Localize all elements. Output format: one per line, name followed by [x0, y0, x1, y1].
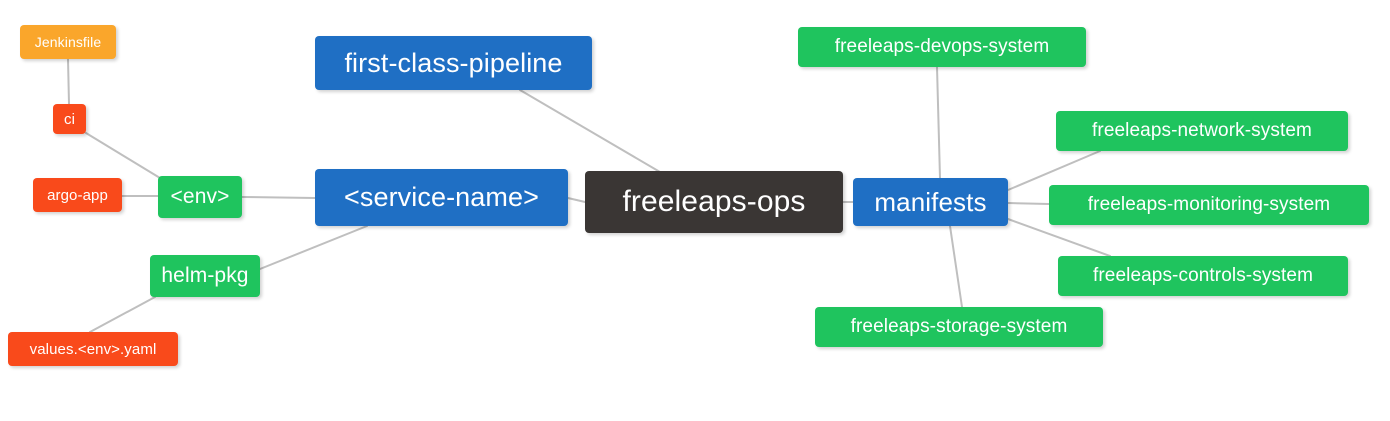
node-label: ci: [63, 110, 76, 128]
node-ci[interactable]: ci: [53, 104, 86, 134]
node-root[interactable]: freeleaps-ops: [585, 171, 843, 233]
node-label: <service-name>: [344, 182, 539, 212]
edge-service-env: [241, 196, 316, 199]
node-helm[interactable]: helm-pkg: [150, 255, 260, 297]
edge-root-service: [567, 197, 586, 203]
node-label: argo-app: [47, 186, 108, 204]
node-storage[interactable]: freeleaps-storage-system: [815, 307, 1103, 347]
node-service[interactable]: <service-name>: [315, 169, 568, 226]
node-argoapp[interactable]: argo-app: [33, 178, 122, 212]
node-label: freeleaps-devops-system: [834, 36, 1050, 57]
edge-manifests-storage: [949, 225, 963, 308]
edge-helm-values: [89, 296, 156, 333]
node-label: first-class-pipeline: [344, 47, 563, 78]
node-label: freeleaps-storage-system: [850, 316, 1068, 337]
node-manifests[interactable]: manifests: [853, 178, 1008, 226]
node-label: freeleaps-ops: [622, 185, 806, 218]
node-label: values.<env>.yaml: [29, 340, 157, 358]
node-label: freeleaps-monitoring-system: [1087, 194, 1331, 215]
node-env[interactable]: <env>: [158, 176, 242, 218]
edge-manifests-monitoring: [1007, 202, 1050, 205]
edge-root-pipeline: [519, 89, 661, 173]
node-network[interactable]: freeleaps-network-system: [1056, 111, 1348, 151]
node-label: freeleaps-network-system: [1092, 120, 1312, 141]
edge-service-helm: [254, 225, 368, 272]
edge-manifests-devops: [936, 66, 941, 179]
node-label: Jenkinsfile: [34, 34, 102, 50]
node-devops[interactable]: freeleaps-devops-system: [798, 27, 1086, 67]
edge-ci-jenkinsfile: [67, 58, 70, 105]
node-label: freeleaps-controls-system: [1092, 265, 1314, 286]
edge-env-ci: [85, 132, 161, 179]
node-jenkinsfile[interactable]: Jenkinsfile: [20, 25, 116, 59]
node-label: helm-pkg: [161, 264, 249, 287]
node-controls[interactable]: freeleaps-controls-system: [1058, 256, 1348, 296]
node-label: manifests: [874, 186, 987, 217]
node-values[interactable]: values.<env>.yaml: [8, 332, 178, 366]
node-label: <env>: [170, 185, 230, 208]
node-pipeline[interactable]: first-class-pipeline: [315, 36, 592, 90]
node-monitoring[interactable]: freeleaps-monitoring-system: [1049, 185, 1369, 225]
